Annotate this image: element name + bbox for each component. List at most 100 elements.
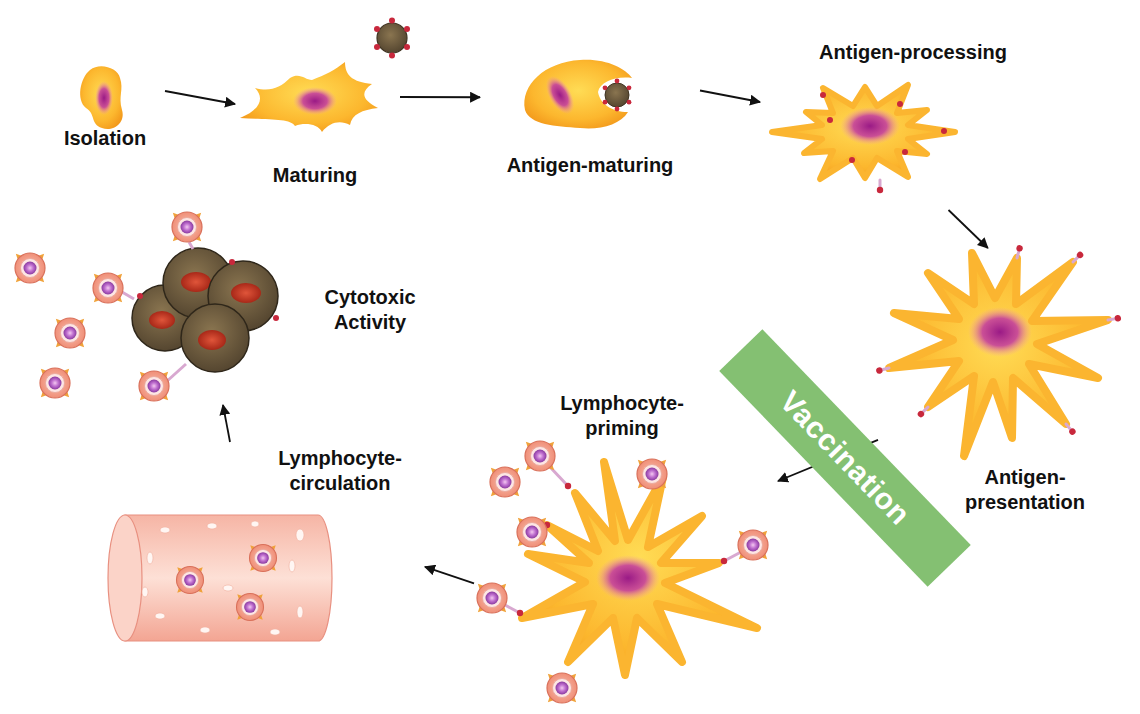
stage-node: Antigen-maturing (480, 50, 700, 185)
receptor-stalk (726, 552, 741, 560)
stage-node: Lymphocyte- priming (474, 385, 778, 705)
lymphocyte (2, 240, 59, 297)
lymphocyte (477, 454, 534, 511)
lymphocyte (534, 660, 591, 714)
stage-label: Lymphocyte- priming (547, 391, 697, 441)
flow-arrow (165, 91, 235, 104)
antigen-receptor (1014, 244, 1024, 258)
lymphocyte (42, 305, 99, 362)
antigen-dot (273, 315, 279, 321)
antigen-particle (603, 79, 632, 112)
antigen-dot (849, 157, 855, 163)
antigen-receptor (1071, 250, 1085, 264)
receptor-stalk (122, 292, 134, 299)
flow-arrow (425, 567, 474, 584)
stage-label: Maturing (273, 163, 357, 188)
tumor-cells (122, 242, 279, 382)
vaccination-band: Vaccination (719, 329, 971, 586)
stage-label: Antigen-maturing (507, 153, 674, 178)
lymphocyte (165, 555, 216, 606)
lymphocyte (624, 446, 681, 503)
receptor-stalk (550, 467, 567, 485)
antigen-dot (137, 293, 143, 299)
cell-body (524, 60, 632, 129)
antigen-receptor (1064, 422, 1077, 436)
stage-node: Lymphocyte- circulation (100, 442, 425, 650)
cell-processes (889, 253, 1108, 456)
antigen-dot (820, 92, 826, 98)
stage-node: Antigen- presentation (878, 248, 1122, 522)
vessel-opening (108, 515, 142, 641)
flow-arrow (223, 405, 230, 442)
processing-cell (772, 85, 955, 193)
priming-cell (505, 462, 757, 675)
cell-processes (522, 462, 757, 675)
receptor-stalk (505, 605, 518, 612)
isolated-cell (80, 66, 122, 129)
lymphocyte (80, 260, 137, 317)
target-nucleus (231, 283, 261, 303)
lymphocyte (512, 428, 569, 485)
antigen-dot (941, 128, 947, 134)
antigen-dot (721, 558, 727, 564)
stage-label: Isolation (64, 126, 146, 151)
cell-body (240, 62, 378, 132)
presenting-cell (875, 244, 1121, 456)
stage-node: Antigen-processing (760, 30, 1050, 210)
antigen-dot (229, 259, 235, 265)
cell-nucleus (968, 307, 1032, 357)
receptor-stalk (166, 364, 186, 382)
target-nucleus (149, 311, 175, 329)
target-cell (181, 304, 249, 372)
antigen-dot (897, 101, 903, 107)
flow-arrow (700, 91, 760, 103)
stage-label: Cytotoxic Activity (310, 285, 430, 335)
lymphocytes (464, 428, 782, 714)
vessel-wall (125, 515, 332, 641)
cytotoxic-lymphocytes (2, 199, 216, 415)
antigen-dot (517, 610, 523, 616)
target-nucleus (198, 330, 226, 350)
lymphocyte (725, 517, 782, 574)
cell-processes (772, 85, 955, 179)
antigen-dot (565, 483, 571, 489)
lymphocyte (464, 570, 521, 627)
antigen-receptor (877, 180, 883, 193)
stage-label: Antigen- presentation (950, 465, 1100, 515)
lymphocyte (126, 358, 183, 415)
receptor-stalk (189, 242, 193, 249)
stage-label: Antigen-processing (819, 40, 1007, 65)
band-label: Vaccination (772, 383, 919, 533)
cell-nucleus (540, 71, 580, 118)
flow-arrow (400, 96, 480, 98)
antigen-receptor (875, 365, 889, 375)
cell-nucleus (95, 81, 113, 115)
lymphocyte (159, 199, 216, 256)
cell-nucleus (840, 107, 900, 145)
cell-nucleus (596, 555, 660, 601)
maturing-cell (240, 62, 378, 132)
cell-body (80, 66, 122, 129)
target-nucleus (181, 272, 211, 292)
lymphocyte (238, 533, 289, 584)
engulfing-cell (524, 60, 632, 129)
lymphocyte (504, 504, 561, 561)
antigen-receptor (916, 405, 930, 419)
stage-node: Cytotoxic Activity (10, 205, 436, 405)
antigen-receptor (1107, 315, 1121, 324)
cell-nucleus (293, 87, 337, 115)
stage-node: Isolation (50, 45, 165, 160)
blood-vessel (108, 515, 332, 641)
antigen-particle (374, 18, 410, 59)
lymphocyte (27, 355, 84, 412)
stage-label: Lymphocyte- circulation (265, 446, 415, 496)
antigen-dot (827, 117, 833, 123)
lymphocyte (225, 582, 276, 633)
flow-arrow (949, 210, 988, 248)
antigen-dot (902, 149, 908, 155)
stage-node: Maturing (235, 55, 400, 195)
vessel-pores (142, 521, 304, 635)
